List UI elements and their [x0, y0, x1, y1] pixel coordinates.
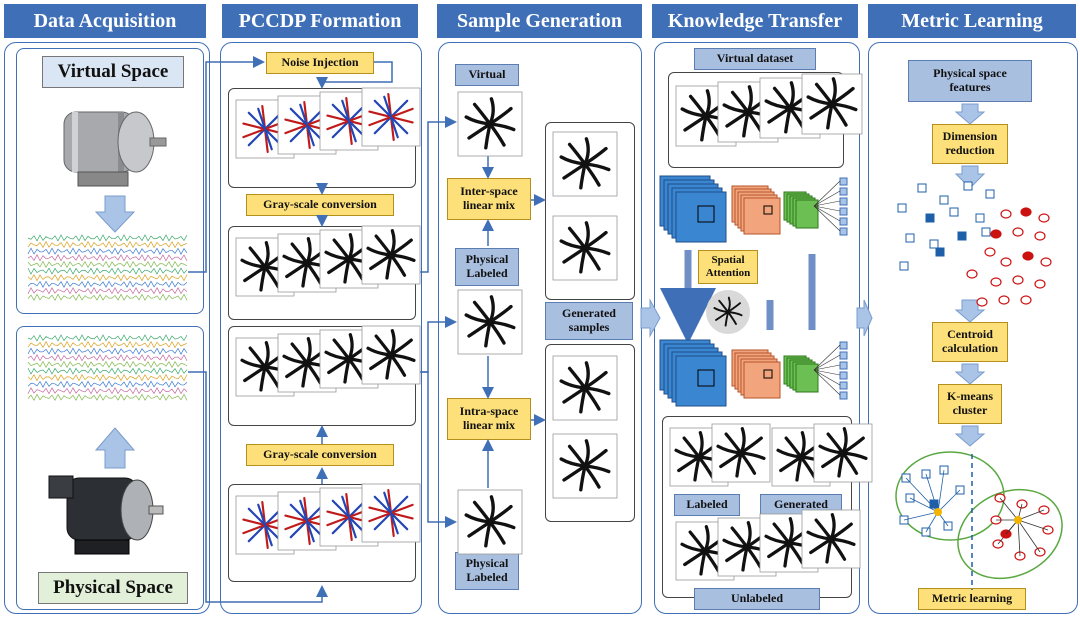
vibration-signal — [27, 354, 188, 362]
generated-samples-label: Generated samples — [545, 302, 633, 340]
vibration-signal — [27, 373, 188, 382]
vibration-signal — [27, 340, 188, 349]
vibration-signal — [27, 334, 188, 342]
physical-labeled-label-1: Physical Labeled — [455, 248, 519, 286]
vibration-signal — [27, 367, 188, 375]
vibration-signal — [27, 387, 188, 395]
k-means-cluster-label: K-means cluster — [938, 384, 1002, 424]
vibration-signal — [27, 287, 188, 295]
vibration-signal — [27, 260, 188, 269]
vibration-signal — [27, 393, 188, 402]
physical-space-label: Physical Space — [38, 572, 188, 604]
labeled-label: Labeled — [674, 494, 740, 516]
header-data-acquisition: Data Acquisition — [4, 4, 206, 38]
gray-scale-conversion-bottom: Gray-scale conversion — [246, 444, 394, 466]
vibration-signal — [27, 280, 188, 288]
vibration-signal — [27, 273, 188, 282]
header-metric-learning: Metric Learning — [868, 4, 1076, 38]
unlabeled-label: Unlabeled — [694, 588, 820, 610]
vibration-signal — [27, 240, 188, 249]
vibration-signal — [27, 293, 188, 302]
noise-injection-label: Noise Injection — [266, 52, 374, 74]
centroid-calculation-label: Centroid calculation — [932, 322, 1008, 362]
intra-space-mix-label: Intra-space linear mix — [447, 398, 531, 440]
header-sample-generation: Sample Generation — [437, 4, 642, 38]
physical-space-features-label: Physical space features — [908, 60, 1032, 102]
vibration-signal — [27, 380, 188, 388]
header-knowledge-transfer: Knowledge Transfer — [652, 4, 858, 38]
virtual-space-label: Virtual Space — [42, 56, 184, 88]
header-pccdp-formation: PCCDP Formation — [222, 4, 418, 38]
spatial-attention-label: Spatial Attention — [698, 250, 758, 284]
metric-learning-label: Metric learning — [918, 588, 1026, 610]
virtual-label: Virtual — [455, 64, 519, 86]
vibration-signal — [27, 360, 188, 369]
vibration-signal — [27, 267, 188, 275]
dimension-reduction-label: Dimension reduction — [932, 124, 1008, 164]
virtual-dataset-label: Virtual dataset — [694, 48, 816, 70]
vibration-signal — [27, 347, 188, 355]
vibration-signal — [27, 254, 188, 262]
vibration-signal — [27, 234, 188, 242]
vibration-signal — [27, 247, 188, 255]
inter-space-mix-label: Inter-space linear mix — [447, 178, 531, 220]
